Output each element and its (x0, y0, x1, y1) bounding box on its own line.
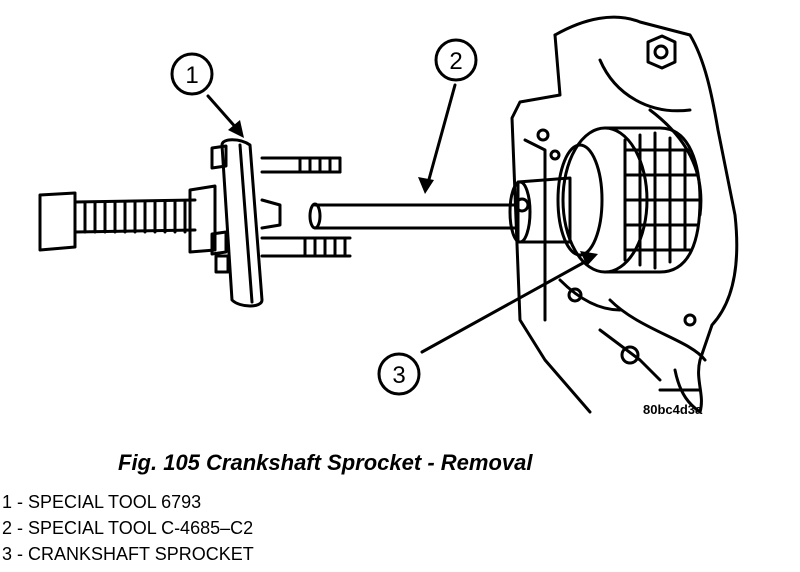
arrowhead-1 (228, 120, 244, 138)
special-tool-6793 (38, 138, 352, 308)
special-tool-c-4685-c2 (308, 176, 572, 244)
callout-leaders (206, 83, 594, 354)
callout-3-label: 3 (392, 362, 405, 389)
crankshaft-sprocket-removal-illustration: 1 2 3 80bc4d3a (38, 15, 739, 417)
figure-legend: 1 - SPECIAL TOOL 6793 2 - SPECIAL TOOL C… (2, 489, 254, 567)
callout-2: 2 (434, 38, 478, 82)
figure-code: 80bc4d3a (643, 402, 703, 417)
crankshaft-sprocket (556, 126, 702, 274)
legend-item: 3 - CRANKSHAFT SPROCKET (2, 544, 254, 564)
arrowhead-2 (418, 177, 434, 194)
legend-item: 2 - SPECIAL TOOL C-4685–C2 (2, 518, 254, 538)
callout-2-label: 2 (449, 48, 462, 75)
arrowhead-3 (580, 251, 598, 266)
callout-1: 1 (170, 52, 214, 96)
figure-caption: Fig. 105 Crankshaft Sprocket - Removal (118, 450, 533, 475)
engine-block (510, 15, 739, 414)
callout-3: 3 (377, 352, 421, 396)
callout-1-label: 1 (185, 62, 198, 89)
legend-item: 1 - SPECIAL TOOL 6793 (2, 492, 202, 512)
